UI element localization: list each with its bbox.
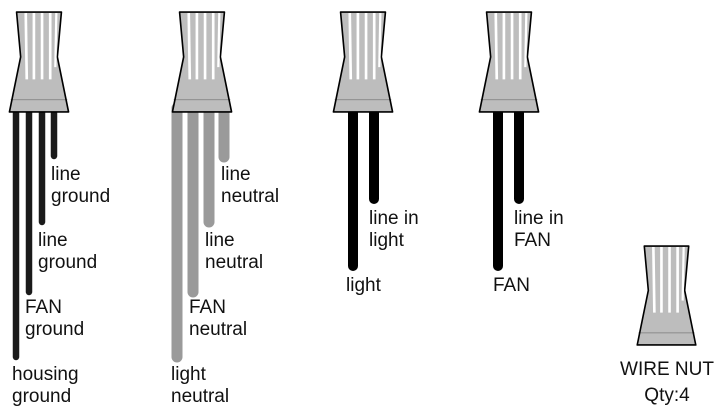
wire-label-fan-load: FAN (493, 275, 530, 296)
wire-label-light-load: light (346, 275, 381, 296)
legend-wire-nut: WIRE NUT Qty:4 (608, 359, 726, 407)
wire-nut-neutral (171, 10, 233, 114)
wires-layer (12, 102, 524, 363)
wire-nut-light (332, 10, 394, 114)
legend-title: WIRE NUT (620, 359, 714, 380)
wire-nut-ground (8, 10, 70, 114)
wire-nut-fan (478, 10, 540, 114)
wire-nut-icon (636, 244, 697, 347)
legend-qty: Qty:4 (644, 385, 690, 406)
